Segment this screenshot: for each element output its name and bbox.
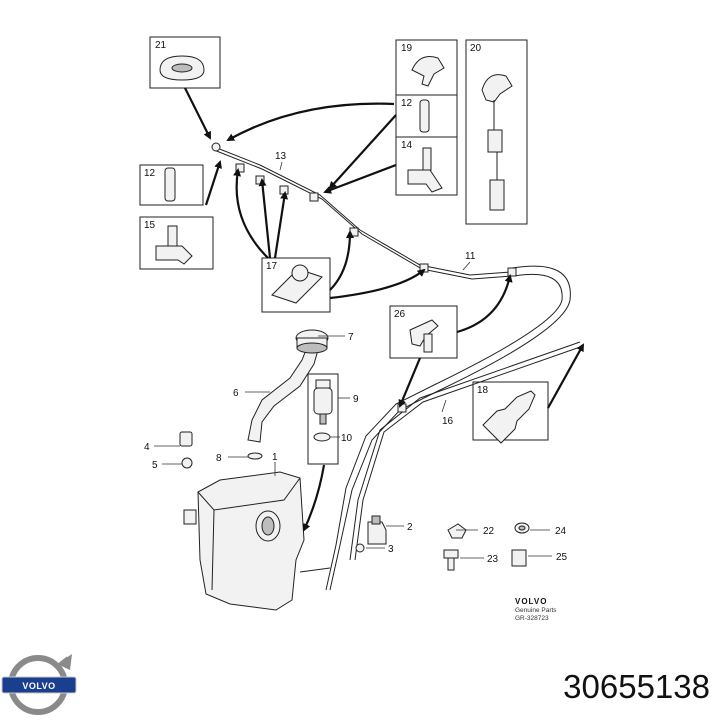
part-label: 18 [477,385,489,396]
legend-brand: VOLVO [515,597,547,606]
small-parts [179,431,530,571]
label-2: 2 [407,522,413,533]
part-label: 12 [401,98,413,109]
label-9: 9 [353,394,359,405]
legend-line1: Genuine Parts [515,607,557,614]
box-26: 26 [389,305,458,359]
label-13: 13 [275,151,287,162]
part-label: 20 [470,43,482,54]
label-16: 16 [442,416,454,427]
logo-text: VOLVO [22,681,55,691]
part-label: 14 [401,140,413,151]
part-label: 19 [401,43,413,54]
box-19: 19 [395,39,458,96]
label-3: 3 [388,544,394,555]
label-6: 6 [233,388,239,399]
label-1: 1 [272,452,278,463]
box-14: 14 [395,136,458,196]
box-21: 21 [149,36,221,89]
label-8: 8 [216,453,222,464]
part-labels: 13 11 7 6 9 10 8 4 5 1 16 2 3 22 23 24 2… [144,151,568,565]
part-number: 30655138 [563,668,710,705]
filler-neck [247,329,329,460]
arrows [184,87,584,532]
label-23: 23 [487,554,499,565]
label-11: 11 [465,251,476,262]
legend-code: GR-328723 [515,615,549,622]
label-4: 4 [144,442,150,453]
box-12-top: 12 [395,94,458,138]
leader-lines [154,161,552,559]
part-label: 26 [394,309,406,320]
parts-legend: VOLVO Genuine Parts GR-328723 [515,597,557,622]
washer-reservoir [183,471,305,611]
part-label: 17 [266,261,278,272]
label-7: 7 [348,332,354,343]
box-20: 20 [465,39,528,225]
label-25: 25 [556,552,568,563]
part-label: 12 [144,168,156,179]
hose-network [211,142,584,591]
label-10: 10 [341,433,353,444]
volvo-logo-icon: VOLVO [1,654,77,715]
box-15: 15 [139,216,214,270]
box-12-left: 12 [139,164,204,206]
label-5: 5 [152,460,158,471]
box-9-10 [307,373,339,465]
label-24: 24 [555,526,567,537]
label-22: 22 [483,526,495,537]
part-label: 21 [155,40,167,51]
box-18: 18 [472,381,549,444]
box-17: 17 [261,257,331,313]
part-label: 15 [144,220,156,231]
